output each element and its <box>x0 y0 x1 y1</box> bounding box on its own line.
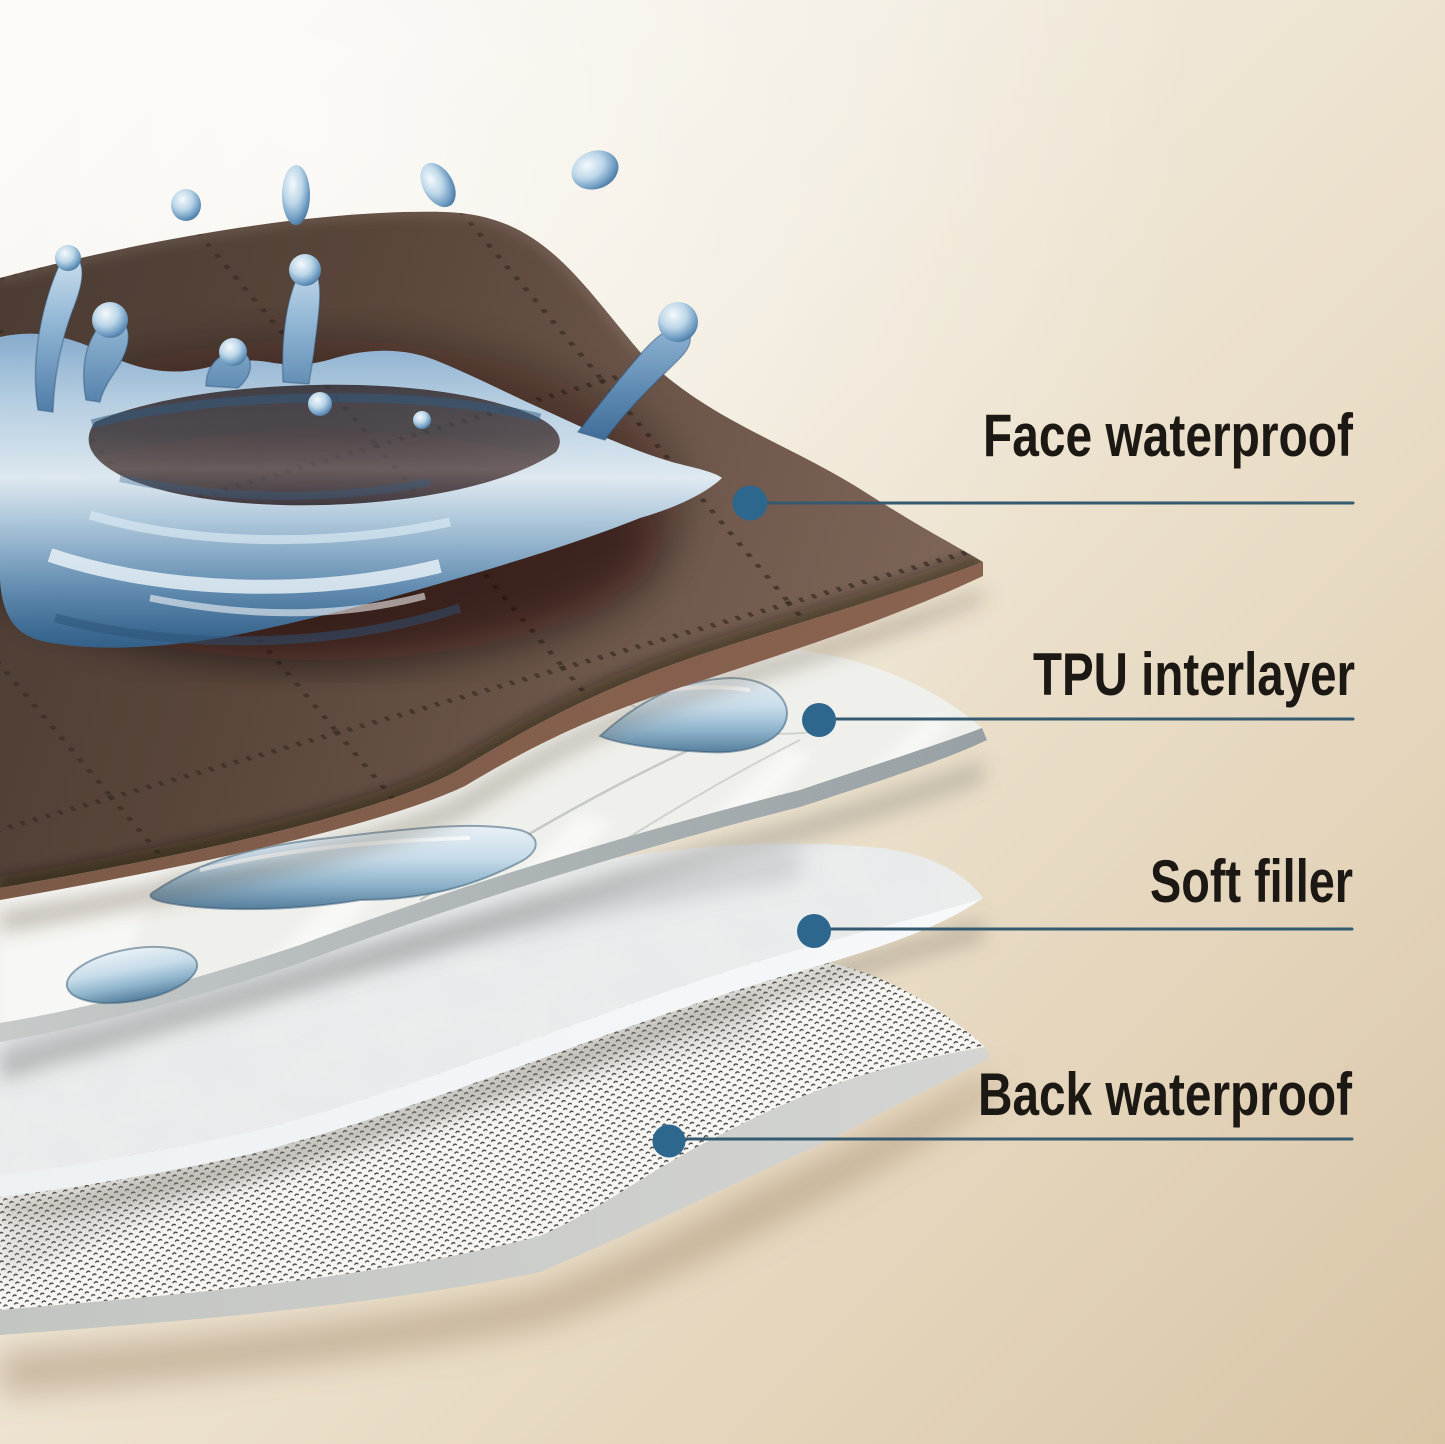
callout-dot-back <box>652 1124 686 1158</box>
callout-dot-tpu <box>802 703 836 737</box>
brown-shadow <box>0 590 983 932</box>
callout-back-waterproof: Back waterproof <box>652 1061 1354 1158</box>
filler-shadow <box>0 920 983 1222</box>
tpu-shadow <box>0 760 983 1080</box>
callouts: Face waterproof TPU interlayer Soft fill… <box>652 402 1355 1158</box>
tpu-edge <box>0 728 987 1042</box>
callout-soft-filler: Soft filler <box>797 848 1354 948</box>
layer-tpu-interlayer <box>0 647 987 1042</box>
label-soft-filler: Soft filler <box>1150 848 1353 915</box>
filler-edge <box>0 898 983 1197</box>
water-splash <box>0 150 722 660</box>
droplet-3 <box>65 945 199 1005</box>
callout-dot-filler <box>797 914 831 948</box>
label-face-waterproof: Face waterproof <box>983 402 1354 469</box>
mesh-surface <box>0 958 985 1310</box>
label-back-waterproof: Back waterproof <box>978 1061 1353 1128</box>
callout-face-waterproof: Face waterproof <box>732 402 1355 521</box>
mesh-drop-shadow <box>0 1075 1000 1395</box>
brown-edge <box>0 562 983 900</box>
splash-droplets <box>171 150 619 225</box>
label-tpu-interlayer: TPU interlayer <box>1033 641 1355 708</box>
callout-dot-face <box>732 485 768 521</box>
droplet-2 <box>149 824 537 911</box>
callout-tpu-interlayer: TPU interlayer <box>802 641 1355 737</box>
mesh-edge <box>0 1047 990 1335</box>
tpu-water-droplets <box>65 676 789 1005</box>
